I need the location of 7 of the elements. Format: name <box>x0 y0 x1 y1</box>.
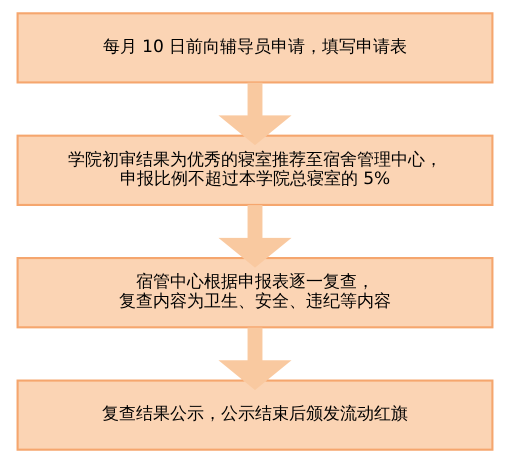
arrow <box>218 327 292 390</box>
arrow <box>218 82 292 145</box>
node-box: 宿管中心根据申报表逐一复查，复查内容为卫生、安全、违纪等内容 <box>16 256 494 328</box>
node-box: 复查结果公示，公示结束后颁发流动红旗 <box>16 378 494 450</box>
node-box: 每月 10 日前向辅导员申请，填写申请表 <box>16 12 494 84</box>
node-box: 学院初审结果为优秀的寝室推荐至宿舍管理中心，申报比例不超过本学院总寝室的 5% <box>16 134 494 206</box>
arrow <box>218 204 292 268</box>
